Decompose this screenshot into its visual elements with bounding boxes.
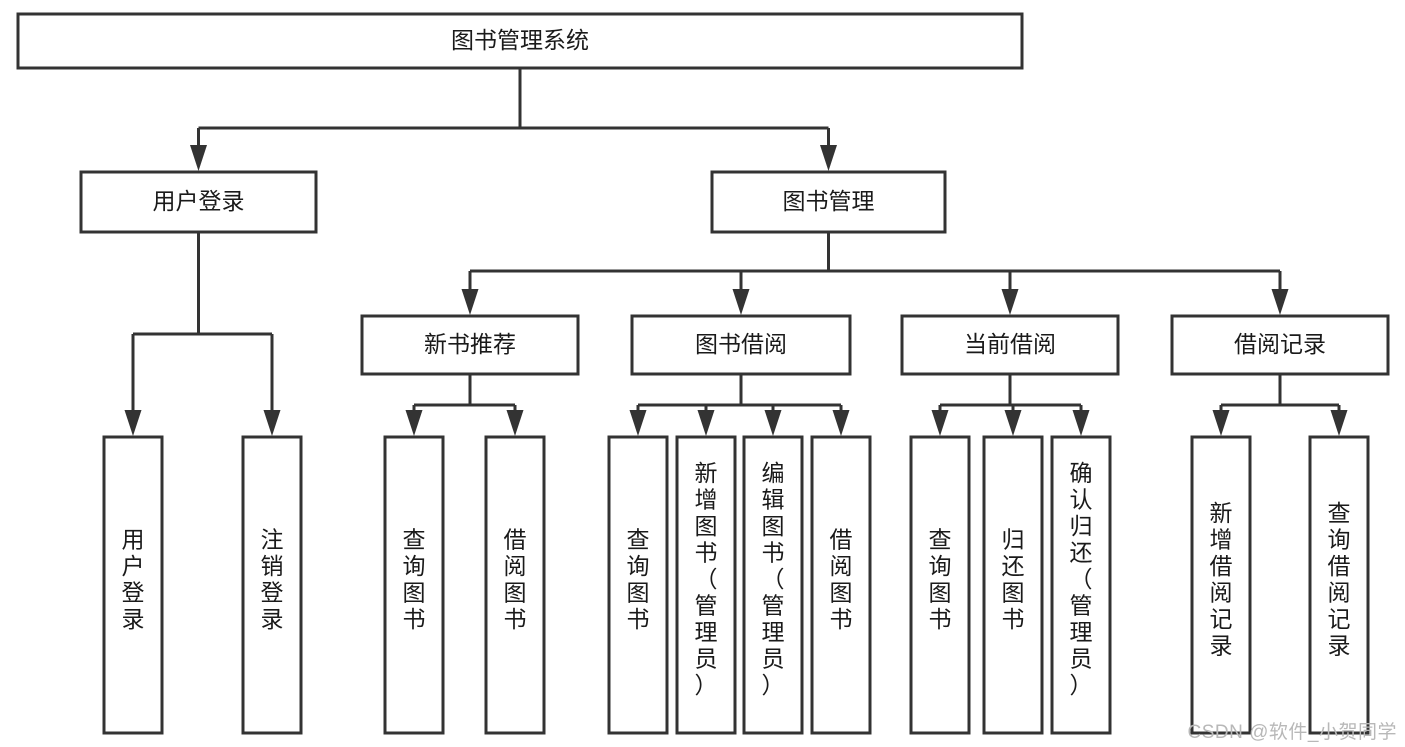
edge-arrowhead [764, 410, 782, 436]
node-box[interactable] [810, 435, 872, 735]
node-leaf-logout[interactable]: 注销登录 [241, 435, 303, 735]
edge-group [931, 374, 1090, 436]
node-label: 查询图书 [929, 526, 952, 632]
node-box[interactable] [102, 435, 164, 735]
node-leaf-rec-add[interactable]: 新增借阅记录 [1190, 435, 1252, 735]
node-label: 图书借阅 [695, 331, 787, 357]
node-label: 新增借阅记录 [1210, 500, 1233, 659]
node-root[interactable]: 图书管理系统 [16, 12, 1024, 70]
node-leaf-user-login[interactable]: 用户登录 [102, 435, 164, 735]
edge-arrowhead [1001, 289, 1019, 315]
node-box[interactable] [360, 314, 580, 376]
node-box[interactable] [1308, 435, 1370, 735]
node-leaf-book-edit[interactable]: 编辑图书（管理员） [742, 435, 804, 735]
edge-arrowhead [461, 289, 479, 315]
node-box[interactable] [1170, 314, 1390, 376]
node-user-login[interactable]: 用户登录 [79, 170, 318, 234]
edge-arrowhead [1212, 410, 1230, 436]
node-box[interactable] [383, 435, 445, 735]
node-box[interactable] [1190, 435, 1252, 735]
node-label: 新书推荐 [424, 331, 516, 357]
node-leaf-rec-query2[interactable]: 查询借阅记录 [1308, 435, 1370, 735]
node-box[interactable] [900, 314, 1120, 376]
node-leaf-book-add[interactable]: 新增图书（管理员） [675, 435, 737, 735]
nodes-layer: 图书管理系统用户登录图书管理新书推荐图书借阅当前借阅借阅记录用户登录注销登录查询… [16, 12, 1390, 735]
node-box[interactable] [484, 435, 546, 735]
node-book-manage[interactable]: 图书管理 [710, 170, 947, 234]
node-label: 编辑图书（管理员） [762, 460, 785, 698]
node-label: 查询图书 [627, 526, 650, 632]
edge-arrowhead [820, 145, 837, 171]
node-box[interactable] [675, 435, 737, 735]
node-label: 注销登录 [261, 526, 284, 632]
edge-group [629, 374, 850, 436]
node-new-book-rec[interactable]: 新书推荐 [360, 314, 580, 376]
node-label: 确认归还（管理员） [1070, 460, 1093, 698]
node-box[interactable] [909, 435, 971, 735]
node-label: 借阅图书 [830, 526, 853, 632]
node-box[interactable] [1050, 435, 1112, 735]
node-label: 用户登录 [122, 526, 145, 632]
edge-arrowhead [263, 410, 281, 436]
edge-arrowhead [629, 410, 647, 436]
node-leaf-rec-borrow[interactable]: 借阅图书 [484, 435, 546, 735]
node-leaf-rec-query[interactable]: 查询图书 [383, 435, 445, 735]
node-label: 查询图书 [403, 526, 426, 632]
node-box[interactable] [79, 170, 318, 234]
edge-group [461, 232, 1289, 315]
node-label: 查询借阅记录 [1328, 500, 1351, 659]
node-box[interactable] [742, 435, 804, 735]
edge-arrowhead [697, 410, 715, 436]
node-label: 借阅记录 [1234, 331, 1326, 357]
node-current-borrow[interactable]: 当前借阅 [900, 314, 1120, 376]
node-label: 用户登录 [153, 188, 245, 214]
node-label: 图书管理系统 [451, 27, 589, 53]
node-label: 当前借阅 [964, 331, 1056, 357]
edge-group [405, 374, 524, 436]
node-box[interactable] [710, 170, 947, 234]
node-label: 图书管理 [783, 188, 875, 214]
edges-layer [124, 68, 1348, 436]
node-box[interactable] [982, 435, 1044, 735]
node-label: 归还图书 [1002, 526, 1025, 632]
node-box[interactable] [16, 12, 1024, 70]
edge-arrowhead [190, 145, 207, 171]
edge-arrowhead [832, 410, 850, 436]
node-book-borrow[interactable]: 图书借阅 [630, 314, 852, 376]
node-box[interactable] [241, 435, 303, 735]
node-box[interactable] [607, 435, 669, 735]
edge-group [124, 232, 281, 436]
edge-arrowhead [1004, 410, 1022, 436]
node-label: 新增图书（管理员） [695, 460, 718, 698]
node-leaf-book-borrow[interactable]: 借阅图书 [810, 435, 872, 735]
node-label: 借阅图书 [504, 526, 527, 632]
node-leaf-borrow-query[interactable]: 查询图书 [607, 435, 669, 735]
edge-arrowhead [405, 410, 423, 436]
edge-arrowhead [506, 410, 524, 436]
edge-arrowhead [1072, 410, 1090, 436]
edge-arrowhead [931, 410, 949, 436]
edge-arrowhead [124, 410, 142, 436]
edge-arrowhead [732, 289, 750, 315]
node-leaf-cur-confirm[interactable]: 确认归还（管理员） [1050, 435, 1112, 735]
edge-arrowhead [1330, 410, 1348, 436]
edge-group [190, 68, 837, 171]
node-leaf-cur-return[interactable]: 归还图书 [982, 435, 1044, 735]
edge-group [1212, 374, 1348, 436]
node-box[interactable] [630, 314, 852, 376]
edge-arrowhead [1271, 289, 1289, 315]
node-borrow-record[interactable]: 借阅记录 [1170, 314, 1390, 376]
node-leaf-cur-query[interactable]: 查询图书 [909, 435, 971, 735]
